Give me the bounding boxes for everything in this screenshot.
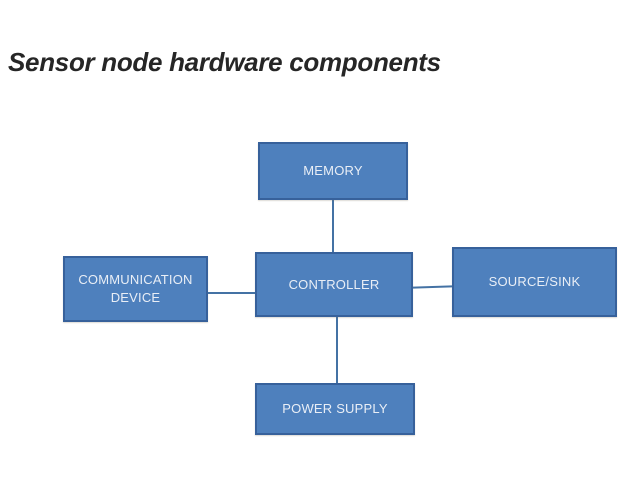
- connector-memory-controller: [332, 200, 334, 252]
- node-memory-label: MEMORY: [303, 163, 363, 178]
- node-controller: CONTROLLER: [255, 252, 413, 317]
- node-communication-device: COMMUNICATION DEVICE: [63, 256, 208, 322]
- connector-controller-power-supply: [336, 317, 338, 383]
- connector-controller-source-sink: [412, 285, 453, 289]
- node-communication-device-label: COMMUNICATION DEVICE: [78, 272, 193, 305]
- node-source-sink-label: SOURCE/SINK: [488, 274, 581, 289]
- node-power-supply-label: POWER SUPPLY: [282, 401, 388, 416]
- slide-title: Sensor node hardware components: [8, 47, 441, 77]
- node-memory: MEMORY: [258, 142, 408, 200]
- node-source-sink: SOURCE/SINK: [452, 247, 617, 317]
- connector-communication-device-controller: [208, 292, 255, 294]
- node-power-supply: POWER SUPPLY: [255, 383, 415, 435]
- node-controller-label: CONTROLLER: [288, 276, 380, 292]
